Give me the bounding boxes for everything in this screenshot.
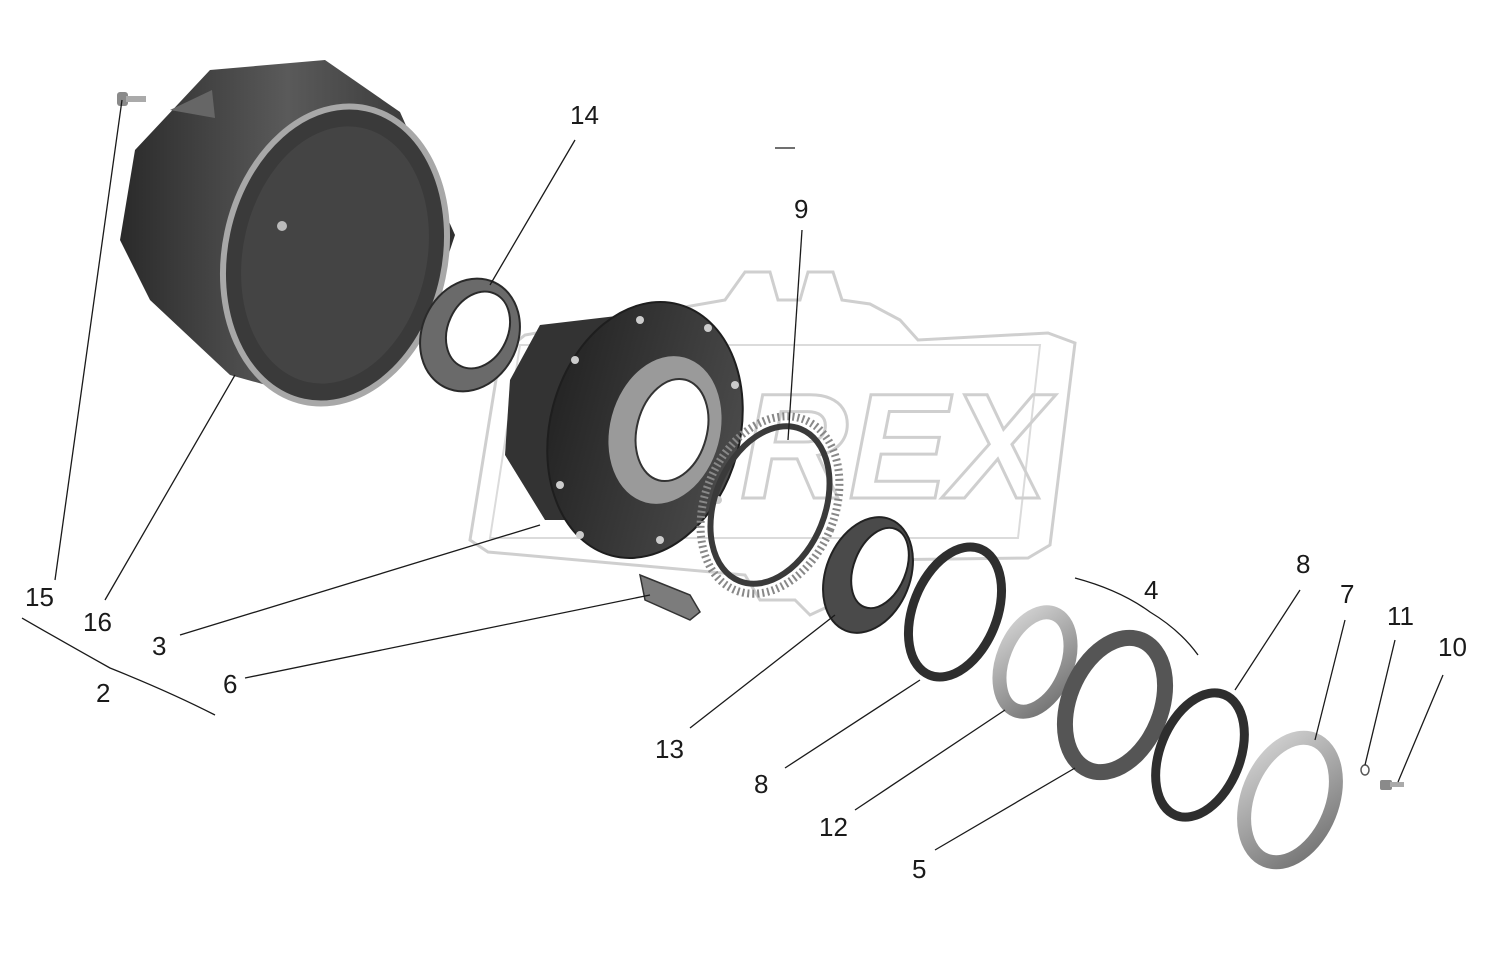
label-6: 6 bbox=[223, 669, 237, 699]
label-4: 4 bbox=[1144, 575, 1158, 605]
label-3: 3 bbox=[152, 631, 166, 661]
label-7: 7 bbox=[1340, 579, 1354, 609]
outer-bearing bbox=[419, 277, 521, 393]
label-5: 5 bbox=[912, 854, 926, 884]
gasket-outer bbox=[1151, 688, 1249, 822]
label-2: 2 bbox=[96, 678, 110, 708]
label-12: 12 bbox=[819, 812, 848, 842]
label-16: 16 bbox=[83, 607, 112, 637]
leader-lines bbox=[21, 99, 1444, 851]
label-10: 10 bbox=[1438, 632, 1467, 662]
wheel-stud bbox=[638, 573, 701, 621]
toothed-ring bbox=[696, 412, 844, 598]
callout-labels: 15 16 2 3 6 14 9 13 8 12 5 4 8 7 11 10 bbox=[25, 100, 1467, 884]
hub-cover bbox=[1237, 730, 1343, 870]
seal-plate bbox=[1056, 629, 1174, 781]
watermark-text: REX bbox=[740, 362, 1056, 530]
cover-screw bbox=[1380, 780, 1404, 790]
wheel-hub bbox=[505, 301, 744, 559]
label-11: 11 bbox=[1387, 601, 1414, 631]
label-8-inner: 8 bbox=[754, 769, 768, 799]
label-8-outer: 8 bbox=[1296, 549, 1310, 579]
spacer-ring bbox=[992, 605, 1078, 719]
spring-washer bbox=[1360, 764, 1370, 776]
brake-drum bbox=[120, 60, 455, 407]
drum-bolt bbox=[117, 92, 146, 106]
gasket-inner bbox=[903, 542, 1007, 682]
label-14: 14 bbox=[570, 100, 599, 130]
label-13: 13 bbox=[655, 734, 684, 764]
inner-bearing bbox=[822, 516, 914, 634]
label-9: 9 bbox=[794, 194, 808, 224]
label-15: 15 bbox=[25, 582, 54, 612]
